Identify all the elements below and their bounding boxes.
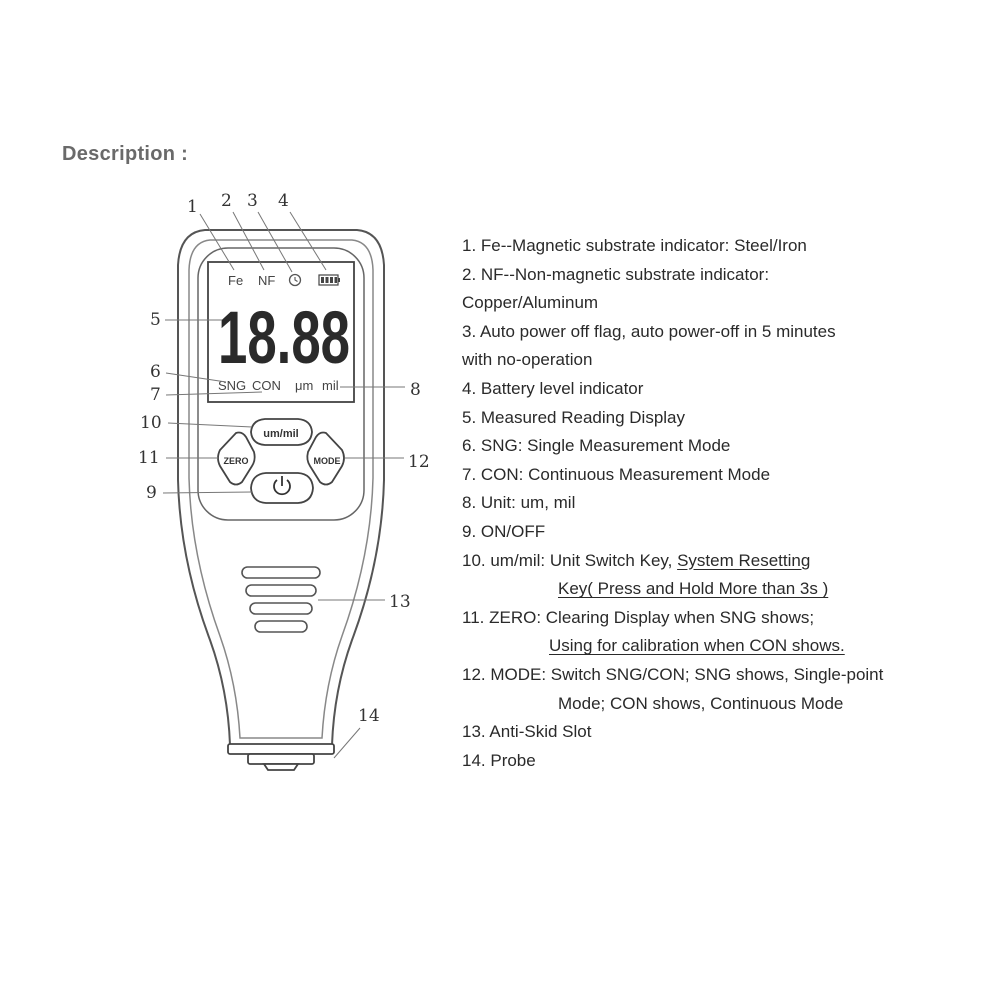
desc-line-underlined: Using for calibration when CON shows.	[549, 636, 845, 656]
lcd-mil: mil	[322, 378, 339, 393]
mode-button-label: MODE	[314, 456, 341, 466]
desc-line: 5. Measured Reading Display	[462, 407, 686, 427]
desc-line: 6. SNG: Single Measurement Mode	[462, 436, 731, 456]
unit-button-label: um/mil	[263, 428, 298, 440]
callout-13: 13	[389, 592, 411, 612]
desc-line: 1. Fe--Magnetic substrate indicator: Ste…	[462, 236, 807, 255]
desc-line: 8. Unit: um, mil	[462, 493, 576, 513]
lcd-um: μm	[295, 378, 313, 393]
callout-3: 3	[247, 191, 258, 211]
callout-8: 8	[410, 380, 421, 400]
auto-power-off-icon	[288, 273, 302, 287]
leader-lines	[162, 211, 405, 759]
device-body-inner	[188, 239, 374, 739]
lcd-screen	[207, 261, 355, 403]
desc-line-underlined: Key( Press and Hold More than 3s )	[558, 579, 829, 599]
callout-10: 10	[140, 413, 162, 433]
desc-line: Copper/Aluminum	[462, 293, 599, 313]
callout-14: 14	[358, 706, 380, 726]
lcd-sng: SNG	[218, 378, 246, 393]
callout-6: 6	[150, 362, 161, 382]
desc-line: 14. Probe	[462, 750, 536, 770]
callout-1: 1	[187, 197, 198, 217]
zero-button-label: ZERO	[223, 456, 248, 466]
page-title: Description :	[62, 143, 189, 165]
desc-line: 9. ON/OFF	[462, 521, 546, 541]
battery-icon	[318, 274, 340, 286]
probe	[227, 743, 335, 771]
callout-5: 5	[150, 310, 161, 330]
reading-display: 18.88	[218, 296, 350, 379]
zero-button[interactable]: ZERO	[217, 431, 256, 486]
desc-line: 2. NF--Non-magnetic substrate indicator:	[462, 264, 770, 284]
anti-skid-slot	[241, 566, 321, 633]
power-icon	[273, 476, 291, 496]
desc-line: 7. CON: Continuous Measurement Mode	[462, 464, 771, 484]
desc-line: 3. Auto power off flag, auto power-off i…	[462, 321, 836, 341]
callout-4: 4	[278, 191, 289, 211]
lcd-con: CON	[252, 378, 281, 393]
desc-line-underlined: System Resetting	[677, 550, 811, 570]
desc-line: 10. um/mil: Unit Switch Key, System Rese…	[462, 547, 982, 576]
callout-9: 9	[146, 483, 157, 503]
desc-line-prefix: 10. um/mil: Unit Switch Key,	[462, 550, 678, 570]
desc-line: 12. MODE: Switch SNG/CON; SNG shows, Sin…	[462, 664, 884, 684]
description-list: 1. Fe--Magnetic substrate indicator: Ste…	[462, 232, 982, 775]
callout-7: 7	[150, 385, 161, 405]
lcd-fe: Fe	[228, 273, 243, 288]
desc-line: 11. ZERO: Clearing Display when SNG show…	[462, 607, 815, 627]
desc-line: 13. Anti-Skid Slot	[462, 722, 592, 742]
desc-line: Mode; CON shows, Continuous Mode	[558, 693, 844, 713]
desc-line: 4. Battery level indicator	[462, 378, 644, 398]
callout-12: 12	[408, 452, 430, 472]
lcd-nf: NF	[258, 273, 275, 288]
desc-line: with no-operation	[462, 350, 593, 370]
power-button[interactable]	[250, 472, 314, 504]
callout-2: 2	[221, 191, 232, 211]
unit-button[interactable]: um/mil	[250, 418, 313, 446]
callout-11: 11	[138, 448, 160, 468]
mode-button[interactable]: MODE	[306, 431, 345, 486]
